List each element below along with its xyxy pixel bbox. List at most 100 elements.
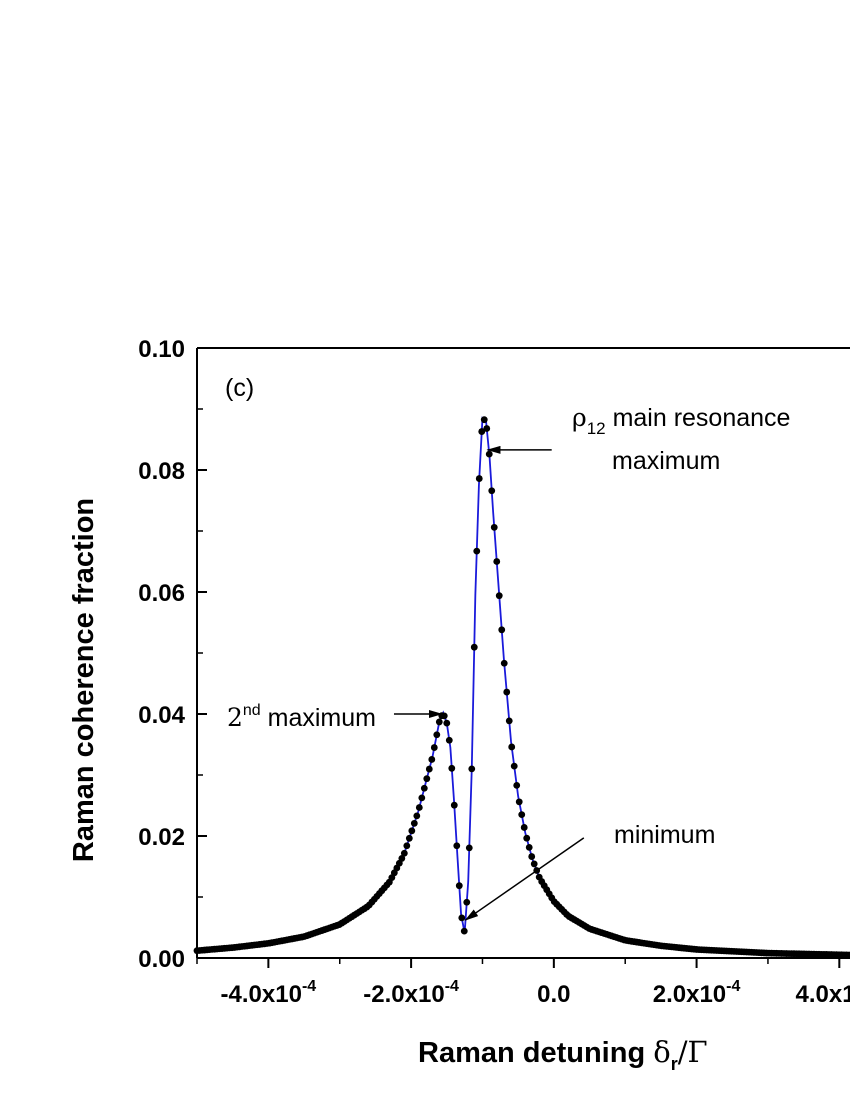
y-axis-title: Raman coherence fraction: [68, 498, 100, 862]
annotation-second-sup: nd: [243, 702, 261, 719]
y-tick-label: 0.06: [138, 580, 185, 607]
data-point: [408, 827, 416, 835]
x-tick-mantissa: -4.0x10: [221, 981, 302, 1008]
x-tick-mantissa: 4.0x10: [795, 981, 850, 1008]
data-point: [445, 736, 453, 744]
data-point: [528, 853, 536, 860]
data-point: [463, 898, 471, 906]
x-tick-label: 0.0: [537, 981, 570, 1008]
x-axis-ticks: -4.0x10-4-2.0x10-40.02.0x10-44.0x10-4: [196, 958, 850, 1008]
annotation-main-line2: maximum: [612, 447, 720, 475]
data-point: [493, 558, 501, 565]
data-point: [495, 592, 503, 600]
x-tick-exponent: -4: [726, 978, 740, 995]
data-point: [423, 775, 431, 783]
data-point: [520, 824, 528, 831]
data-point: [478, 428, 486, 435]
data-point: [513, 781, 521, 789]
x-tick-mantissa: 0.0: [537, 981, 570, 1008]
x-axis-title-symbol: δ: [653, 1035, 670, 1069]
data-point: [500, 659, 508, 667]
annotation-second-text: maximum: [261, 704, 376, 732]
x-axis-title-main: Raman detuning: [418, 1037, 653, 1069]
x-axis-title: Raman detuning δr/Γ: [418, 1035, 708, 1074]
svg-text:ρ12 main resonance: ρ12 main resonance: [572, 403, 790, 438]
x-tick-label: -2.0x10-4: [363, 978, 459, 1008]
y-tick-label: 0.02: [138, 824, 185, 851]
x-tick-exponent: -4: [302, 978, 316, 995]
data-point: [483, 425, 491, 432]
data-point: [510, 762, 518, 770]
data-point: [505, 717, 513, 725]
data-point: [450, 801, 458, 809]
data-point: [428, 756, 436, 763]
data-point: [480, 416, 488, 424]
x-axis-title-suffix: /Γ: [678, 1035, 708, 1069]
data-point: [515, 798, 523, 806]
x-tick-label: 4.0x10-4: [795, 978, 850, 1008]
x-tick-label: -4.0x10-4: [221, 978, 317, 1008]
data-point: [403, 842, 411, 850]
annotation-second-base: 2: [227, 703, 243, 732]
data-point: [418, 794, 426, 802]
data-point: [498, 626, 506, 634]
data-point: [415, 804, 423, 811]
data-point: [460, 927, 468, 935]
series-layer: [193, 416, 850, 959]
data-point: [490, 523, 498, 531]
annotation-main-maximum: ρ12 main resonance maximum: [486, 403, 790, 475]
y-tick-label: 0.10: [138, 336, 185, 363]
annotation-main-symbol: ρ: [572, 403, 587, 432]
data-point: [475, 475, 483, 482]
data-point: [405, 834, 413, 842]
data-point: [425, 765, 433, 773]
y-tick-label: 0.04: [138, 702, 185, 729]
x-tick-mantissa: -2.0x10: [363, 981, 444, 1008]
data-point: [485, 450, 493, 458]
y-tick-label: 0.00: [138, 946, 185, 973]
data-point: [448, 764, 456, 772]
x-tick-exponent: -4: [445, 978, 459, 995]
data-point: [398, 855, 406, 862]
annotation-second-maximum: 2nd maximum: [227, 702, 443, 732]
axes: [196, 347, 850, 959]
data-point: [455, 882, 463, 890]
annotation-main-text: main resonance: [606, 404, 791, 432]
series-line: [196, 416, 850, 956]
data-point: [530, 860, 538, 868]
svg-text:2nd maximum: 2nd maximum: [227, 702, 376, 732]
data-point: [435, 718, 443, 726]
data-point: [473, 547, 481, 555]
data-point: [453, 842, 461, 850]
annotation-minimum: minimum: [464, 821, 715, 921]
data-point: [508, 743, 516, 751]
data-point: [523, 834, 531, 842]
data-point: [525, 843, 533, 851]
data-point: [413, 812, 421, 820]
y-tick-label: 0.08: [138, 458, 185, 485]
data-point: [440, 712, 448, 720]
annotation-main-subscript: 12: [587, 419, 606, 438]
data-point: [430, 744, 438, 751]
data-point: [518, 811, 526, 819]
data-point: [503, 688, 511, 696]
annotation-minimum-arrow: [464, 837, 585, 921]
data-point: [400, 849, 408, 857]
data-point: [470, 643, 478, 651]
x-axis-title-subscript: r: [671, 1054, 678, 1074]
data-point: [488, 487, 496, 495]
data-point: [420, 784, 428, 792]
y-axis-ticks: 0.00 0.02 0.04 0.06 0.08 0.10: [138, 336, 207, 973]
x-tick-mantissa: 2.0x10: [653, 981, 726, 1008]
data-point: [443, 719, 451, 727]
data-point: [410, 819, 418, 827]
data-point: [458, 914, 466, 922]
annotation-minimum-text: minimum: [614, 821, 715, 849]
x-tick-label: 2.0x10-4: [653, 978, 741, 1008]
panel-label: (c): [225, 374, 254, 402]
data-point: [468, 765, 476, 773]
data-point: [465, 844, 473, 852]
series-markers: [193, 416, 850, 959]
data-point: [433, 731, 441, 739]
